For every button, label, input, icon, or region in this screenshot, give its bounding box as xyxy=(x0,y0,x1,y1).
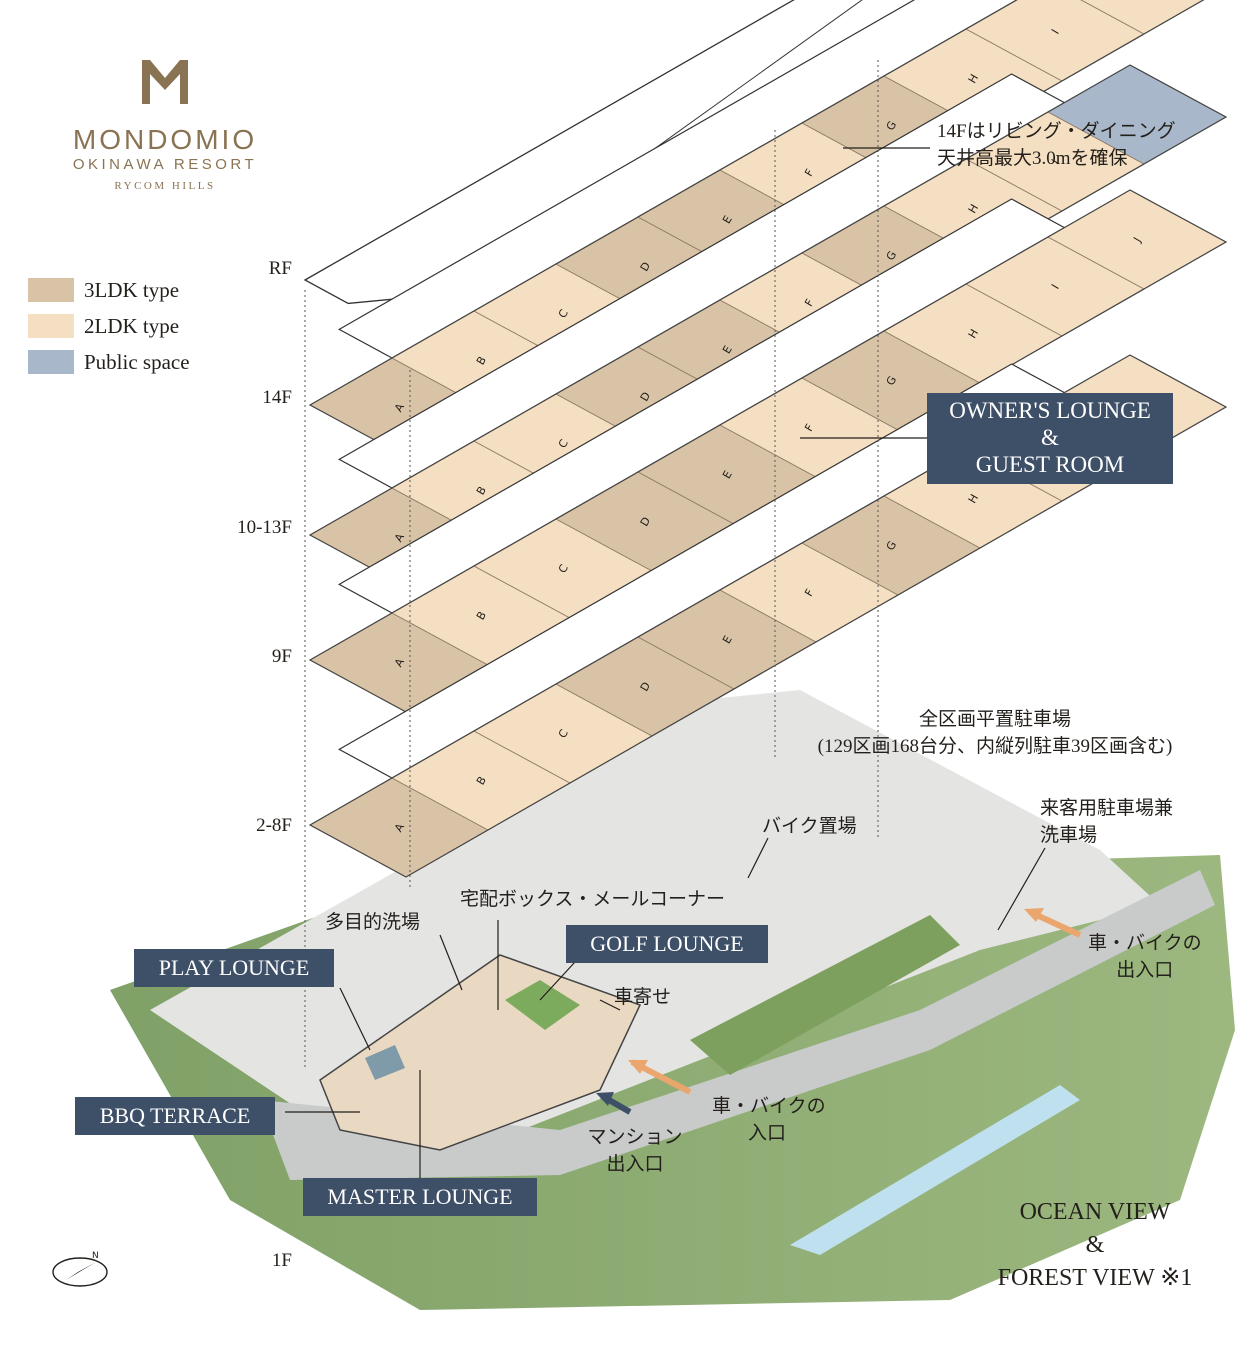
corridor xyxy=(337,0,1018,359)
leader-line xyxy=(439,934,463,991)
view-line: OCEAN VIEW xyxy=(1019,1199,1171,1225)
legend-item-3ldk: 3LDK type xyxy=(28,277,179,303)
note-line: 入口 xyxy=(747,1123,786,1144)
bike-parking-note: バイク置場 xyxy=(762,816,857,837)
note-line: 14Fはリビング・ダイニング xyxy=(937,121,1176,142)
brand-sub: OKINAWA RESORT xyxy=(72,156,258,173)
floor-plates: ABCDEFGHIJABCDEFGHIABCDEFGHIJABCDEFGHIJ xyxy=(303,0,1228,1070)
floor-label-2-8f: 2-8F xyxy=(256,815,292,836)
golf-lounge-callout: GOLF LOUNGE xyxy=(566,925,768,963)
note-line: 来客用駐車場兼 xyxy=(1040,798,1174,819)
entrance-arrows xyxy=(596,908,1082,1115)
legend-label: 2LDK type xyxy=(84,313,180,338)
note-line: 出入口 xyxy=(1116,960,1174,981)
view-line: & xyxy=(1085,1232,1105,1258)
leader-line xyxy=(997,847,1046,931)
unit-letter: F xyxy=(802,422,816,434)
plate-outline xyxy=(308,354,1228,878)
plate-outline xyxy=(308,189,1228,713)
note-line: 天井高最大3.0mを確保 xyxy=(937,148,1128,169)
brand-logo-icon xyxy=(142,60,188,104)
callout-line: GUEST ROOM xyxy=(975,452,1125,477)
compass-icon: N xyxy=(52,1251,108,1287)
note-line: 車・バイクの xyxy=(712,1096,826,1117)
leader-line xyxy=(539,961,576,1001)
legend-swatch xyxy=(28,278,74,302)
brand-name: MONDOMIO xyxy=(72,124,258,155)
floor-label-1f: 1F xyxy=(271,1250,292,1271)
legend-label: 3LDK type xyxy=(84,277,180,302)
play-lounge-pool xyxy=(365,1045,405,1080)
car-entrance-arrowhead xyxy=(628,1060,648,1074)
brand-tagline: RYCOM HILLS xyxy=(114,180,216,192)
legend-item-public-space: Public space xyxy=(28,349,190,375)
unit-letter: F xyxy=(802,167,816,179)
svg-text:N: N xyxy=(92,1251,99,1261)
callout-line: & xyxy=(1041,425,1059,450)
legend-swatch xyxy=(28,350,74,374)
unit-letter: F xyxy=(802,297,816,309)
callout-line: OWNER'S LOUNGE xyxy=(949,398,1151,423)
legend-item-2ldk: 2LDK type xyxy=(28,313,179,339)
floor-label-10-13f: 10-13F xyxy=(237,517,292,538)
visitor-parking-note: 来客用駐車場兼 洗車場 xyxy=(1040,795,1173,849)
parking-note: 全区画平置駐車場 (129区画168台分、内縦列駐車39区画含む) xyxy=(790,706,1200,760)
leader-line xyxy=(599,999,621,1011)
leader-line xyxy=(339,987,371,1051)
bbq-terrace-callout: BBQ TERRACE xyxy=(75,1097,275,1135)
legend-swatch xyxy=(28,314,74,338)
golf-lounge-green xyxy=(505,980,580,1030)
leader-lines xyxy=(285,147,1046,1178)
floor-label-14f: 14F xyxy=(262,387,292,408)
car-bike-entrance-exit-note: 車・バイクの 出入口 xyxy=(1088,930,1202,984)
unit-letter: J xyxy=(1130,235,1143,245)
floor-label-rf: RF xyxy=(268,258,292,279)
unit-letter: F xyxy=(802,587,816,599)
landscaped-garden xyxy=(690,915,960,1075)
delivery-box-note: 宅配ボックス・メールコーナー xyxy=(460,889,726,910)
mansion-entrance-arrowhead xyxy=(596,1092,614,1106)
view-note: OCEAN VIEW & FOREST VIEW ※1 xyxy=(985,1196,1205,1295)
wash-area-note: 多目的洗場 xyxy=(325,912,421,933)
play-lounge-callout: PLAY LOUNGE xyxy=(134,949,334,987)
legend-label: Public space xyxy=(84,349,190,374)
visitor-entrance-arrowhead xyxy=(1024,908,1044,922)
unit-letter: I xyxy=(1049,157,1062,166)
floor-label-9f: 9F xyxy=(271,646,292,667)
note-line: 全区画平置駐車場 xyxy=(918,709,1071,730)
unit-letter: I xyxy=(1049,27,1062,36)
ceiling-height-note: 14Fはリビング・ダイニング 天井高最大3.0mを確保 xyxy=(937,118,1176,172)
note-line: マンション xyxy=(587,1127,683,1148)
owners-lounge-guest-room-callout: OWNER'S LOUNGE & GUEST ROOM xyxy=(927,393,1173,484)
leader-line xyxy=(747,837,769,879)
note-line: 洗車場 xyxy=(1040,825,1098,846)
view-line: FOREST VIEW ※1 xyxy=(997,1265,1193,1291)
mansion-entrance-note: マンション 出入口 xyxy=(580,1124,690,1178)
unit-J xyxy=(1080,0,1205,35)
ocean-strip xyxy=(790,1085,1080,1255)
note-line: 出入口 xyxy=(606,1154,664,1175)
note-line: (129区画168台分、内縦列駐車39区画含む) xyxy=(817,736,1173,757)
car-bike-entrance-note: 車・バイクの 入口 xyxy=(712,1093,826,1147)
access-road xyxy=(260,870,1215,1180)
note-line: 車・バイクの xyxy=(1088,933,1202,954)
master-lounge-callout: MASTER LOUNGE xyxy=(303,1178,537,1216)
unit-letter: I xyxy=(1049,282,1062,291)
drop-off-note: 車寄せ xyxy=(614,987,672,1008)
